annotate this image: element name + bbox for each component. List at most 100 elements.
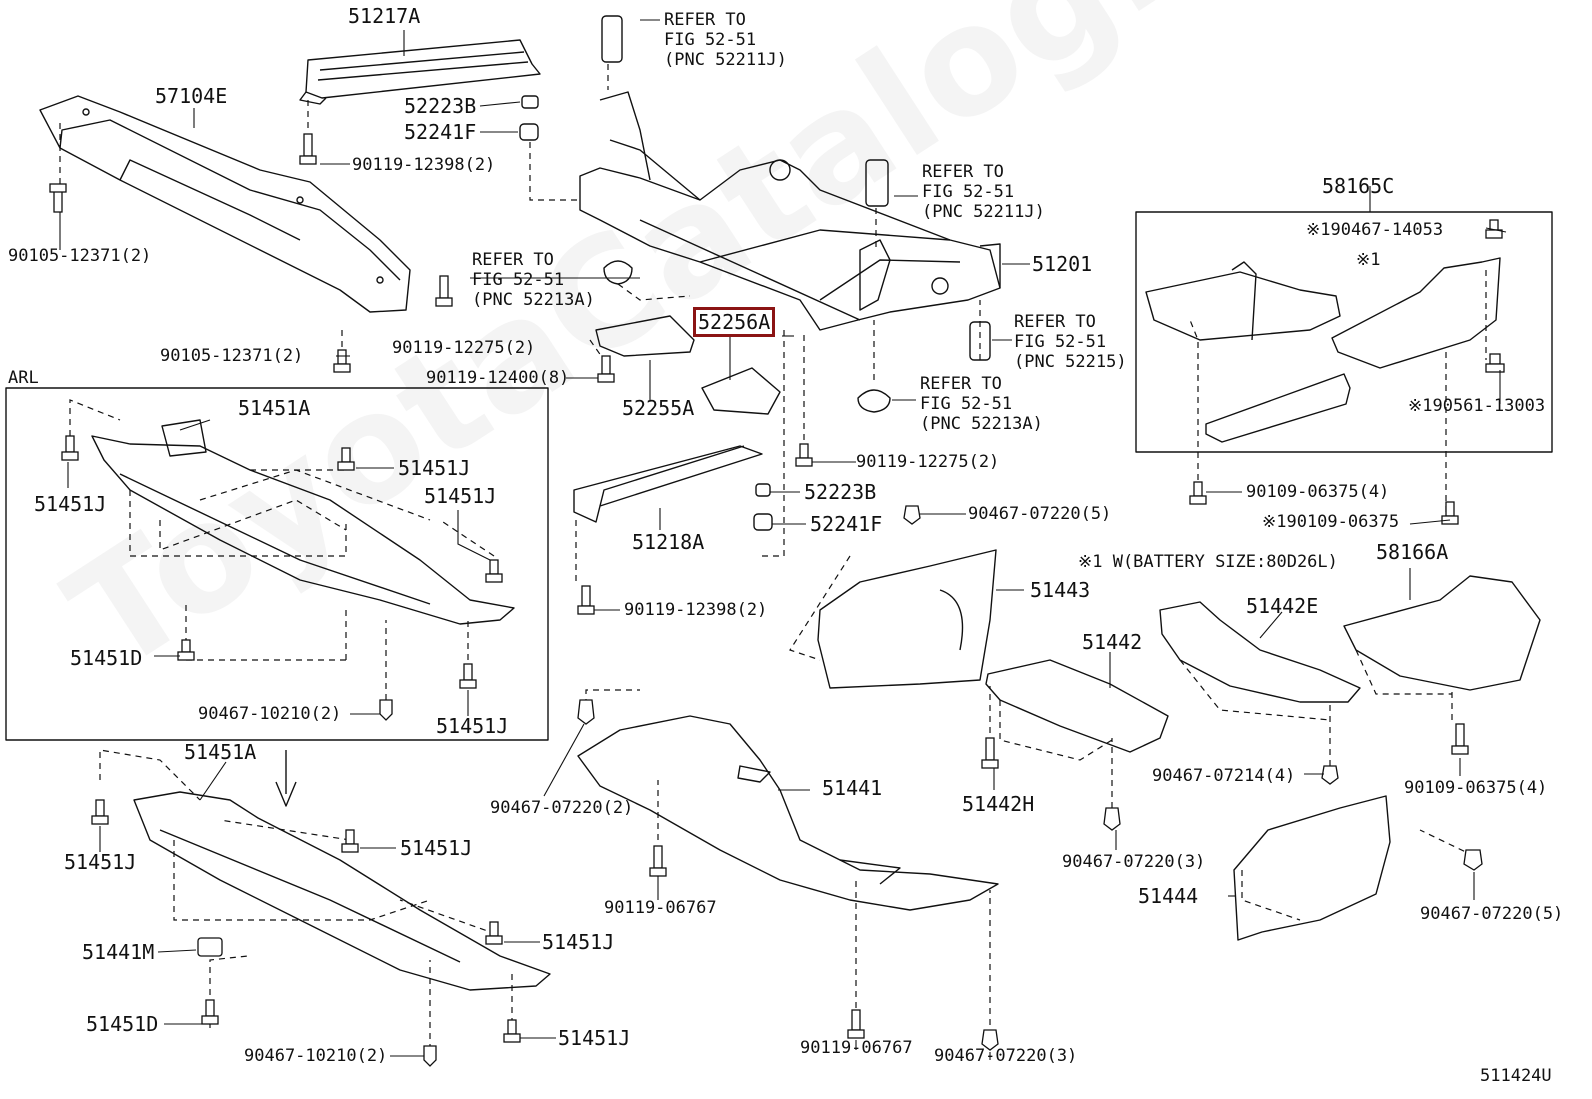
bushing-shapes [519, 15, 991, 531]
part-57104e-shape [39, 95, 411, 313]
bolt-8 [1189, 481, 1207, 505]
label-refer-4: REFER TO FIG 52-51 (PNC 52215) [1014, 312, 1127, 372]
label-90119-12398-top: 90119-12398(2) [352, 155, 496, 175]
part-52256a-shape [701, 367, 781, 415]
label-52223b-top: 52223B [404, 94, 477, 118]
label-58165c: 58165C [1322, 174, 1395, 198]
label-90467-07220-3a: 90467-07220(3) [1062, 852, 1206, 872]
label-arl-51451d: 51451D [70, 646, 143, 670]
clip-8 [981, 1029, 999, 1051]
label-52256a-highlighted[interactable]: 52256A [692, 307, 776, 337]
lower-part-51451a-shape [133, 791, 551, 991]
label-90105-12371-a: 90105-12371(2) [8, 246, 152, 266]
label-refer-5: REFER TO FIG 52-51 (PNC 52213A) [920, 374, 1043, 434]
bolt-1 [49, 183, 67, 213]
bolt-23 [485, 921, 503, 945]
label-lower-51451j-2: 51451J [400, 836, 473, 860]
direction-arrow [275, 750, 297, 807]
label-51201: 51201 [1032, 252, 1093, 276]
label-51218a: 51218A [632, 530, 705, 554]
bolt-4 [333, 349, 351, 373]
label-51444: 51444 [1138, 884, 1199, 908]
clip-7 [1463, 849, 1483, 871]
part-58165c-cover [1331, 257, 1501, 369]
bolt-21 [91, 799, 109, 825]
fastener-shapes [49, 133, 1505, 1067]
label-90109-06375-4a: 90109-06375(4) [1246, 482, 1390, 502]
label-lower-90467-10210: 90467-10210(2) [244, 1046, 388, 1066]
label-lower-51451j-1: 51451J [64, 850, 137, 874]
dashed-leaders [59, 64, 1487, 1050]
bolt-22 [341, 829, 359, 853]
label-90467-07220-5b: 90467-07220(5) [1420, 904, 1564, 924]
bolt-11 [1485, 353, 1505, 373]
bolt-20 [459, 663, 477, 689]
part-58165c-tray [1145, 271, 1341, 341]
label-arl-51451j-2: 51451J [398, 456, 471, 480]
label-190467-14053: ※190467-14053 [1306, 220, 1444, 240]
label-refer-1: REFER TO FIG 52-51 (PNC 52211J) [664, 10, 787, 70]
part-58166a-shape [1343, 575, 1541, 691]
label-58166a: 58166A [1376, 540, 1449, 564]
solid-leaders [59, 19, 1507, 1060]
label-52241f-mid: 52241F [810, 512, 883, 536]
label-arl-90467-10210: 90467-10210(2) [198, 704, 342, 724]
label-footnote: ※1 W(BATTERY SIZE:80D26L) [1078, 552, 1338, 572]
nut-51441m [197, 937, 223, 957]
label-51217a: 51217A [348, 4, 421, 28]
label-90467-07220-2: 90467-07220(2) [490, 798, 634, 818]
bolt-13 [981, 737, 999, 769]
part-51201-shape [579, 91, 1001, 331]
label-52241f-top: 52241F [404, 120, 477, 144]
part-51442-shape [985, 659, 1169, 753]
bolt-12 [1451, 723, 1469, 755]
bolt-6 [795, 443, 813, 467]
label-90119-12400: 90119-12400(8) [426, 368, 570, 388]
part-51217a-shape [299, 39, 541, 105]
label-lower-51451d: 51451D [86, 1012, 159, 1036]
part-58165c-strip [1205, 373, 1351, 443]
label-90119-06767-b: 90119-06767 [800, 1038, 913, 1058]
part-51441-shape [577, 715, 999, 911]
part-51444-shape [1233, 795, 1391, 941]
part-52255a-shape [595, 315, 695, 357]
bolt-18 [485, 559, 503, 583]
label-90119-12398-mid: 90119-12398(2) [624, 600, 768, 620]
label-lower-51451a: 51451A [184, 740, 257, 764]
label-arl-51451j-3: 51451J [424, 484, 497, 508]
label-52255a: 52255A [622, 396, 695, 420]
label-90119-06767-a: 90119-06767 [604, 898, 717, 918]
label-refer-2: REFER TO FIG 52-51 (PNC 52211J) [922, 162, 1045, 222]
bolt-24 [201, 999, 219, 1025]
battery-tray-frame [1135, 211, 1553, 453]
clip-1 [379, 699, 393, 721]
bolt-7 [577, 585, 595, 615]
label-190109-06375: ※190109-06375 [1262, 512, 1400, 532]
label-51442h: 51442H [962, 792, 1035, 816]
diagram-id: 511424U [1480, 1066, 1552, 1086]
label-90467-07220-3b: 90467-07220(3) [934, 1046, 1078, 1066]
bolt-14 [649, 845, 667, 877]
label-90105-12371-b: 90105-12371(2) [160, 346, 304, 366]
label-51442: 51442 [1082, 630, 1143, 654]
arl-part-51451a-shape [91, 435, 515, 625]
label-51441: 51441 [822, 776, 883, 800]
clip-4 [903, 505, 921, 525]
part-51443-shape [817, 549, 997, 689]
label-51443: 51443 [1030, 578, 1091, 602]
label-90467-07214: 90467-07214(4) [1152, 766, 1296, 786]
clip-3 [577, 699, 595, 725]
label-90119-12275-a: 90119-12275(2) [392, 338, 536, 358]
label-90467-07220-5a: 90467-07220(5) [968, 504, 1112, 524]
label-lower-51441m: 51441M [82, 940, 155, 964]
label-90109-06375-4b: 90109-06375(4) [1404, 778, 1548, 798]
label-mark-1: ※1 [1356, 250, 1381, 270]
bolt-5 [597, 355, 615, 383]
label-52223b-mid: 52223B [804, 480, 877, 504]
bolt-25 [503, 1019, 521, 1043]
label-arl-51451j-4: 51451J [436, 714, 509, 738]
label-lower-51451j-4: 51451J [558, 1026, 631, 1050]
label-190561-13003: ※190561-13003 [1408, 396, 1546, 416]
